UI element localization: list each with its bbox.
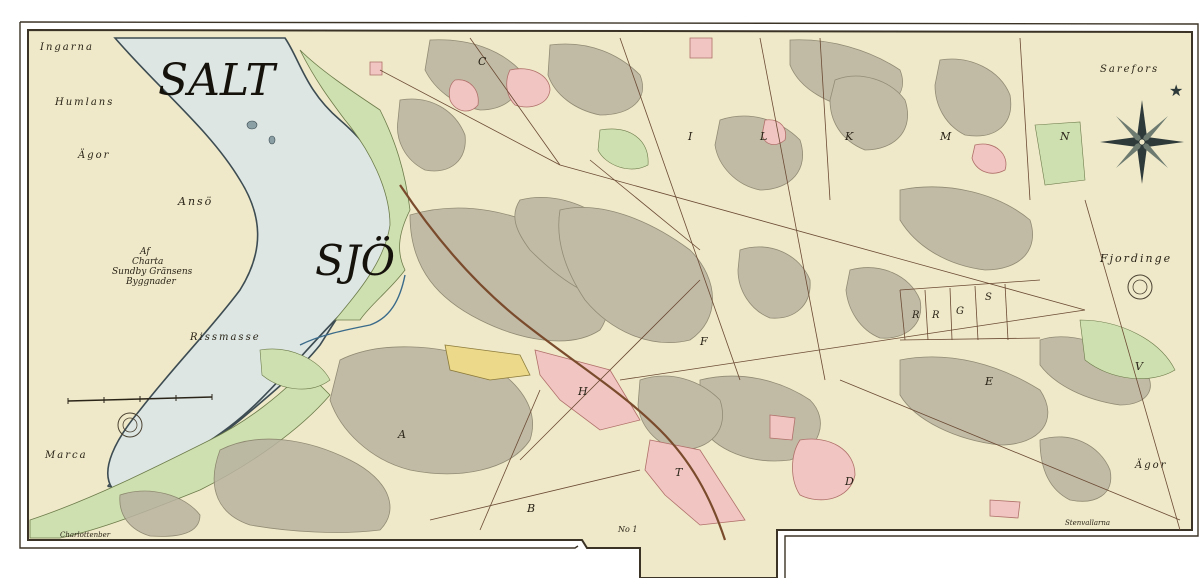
plot-letter-R2: R — [931, 310, 940, 321]
label-ingarna: Ingarna — [39, 42, 94, 53]
label-marca: Marca — [44, 450, 88, 461]
cartouche-line-3: Sundby Gränsens — [112, 267, 193, 277]
plot-letter-S: S — [985, 292, 992, 303]
plot-letter-R1: R — [911, 310, 920, 321]
scale-bar-icon — [67, 394, 213, 404]
plot-letter-E: E — [984, 375, 993, 388]
plot-letter-I: I — [687, 130, 693, 143]
yellow-field — [444, 344, 531, 381]
cartouche-line-1: Af — [139, 247, 151, 257]
footer-left-label: Charlottenber — [60, 531, 111, 539]
plot-letter-D: D — [844, 475, 854, 488]
north-star-icon: ★ — [1169, 81, 1183, 100]
label-humlans: Humlans — [54, 97, 114, 108]
seal-icon — [117, 274, 1153, 438]
cartouche-line-2: Charta — [132, 257, 163, 267]
plot-letter-T: T — [675, 466, 684, 479]
compass-rose-icon — [1100, 100, 1184, 184]
plot-letter-V: V — [1135, 360, 1144, 373]
lake-title-salt: SALT — [158, 55, 279, 106]
label-sarefors: Sarefors — [1100, 64, 1159, 75]
label-anso: Ansö — [177, 195, 213, 208]
rocky-terrain — [119, 39, 1151, 537]
label-rissmasse: Rissmasse — [189, 332, 261, 343]
plot-letter-N: N — [1059, 130, 1070, 143]
lake-title-sjo: SJÖ — [315, 235, 395, 285]
cartouche-line-4: Byggnader — [125, 277, 176, 287]
inland-meadows — [259, 121, 1176, 390]
plot-letter-M: M — [939, 130, 952, 143]
main-road — [399, 184, 727, 541]
map-sheet-outer-border-left — [19, 22, 579, 549]
stream — [299, 274, 406, 346]
plot-letter-A: A — [397, 428, 406, 441]
plot-letter-L: L — [759, 130, 767, 143]
plot-letter-C: C — [478, 55, 487, 68]
plot-letter-B: B — [526, 502, 535, 515]
plot-letters: A B C D E F H I K L M N R R G S T V — [397, 55, 1144, 515]
label-agor-right: Ägor — [1134, 459, 1167, 471]
plot-letter-H: H — [577, 385, 588, 398]
boundary-lines — [379, 37, 1181, 531]
meadow-shore-east — [299, 49, 411, 321]
farmland-plots — [369, 37, 1021, 526]
footer-right-label: Stenvallarna — [1065, 519, 1110, 527]
lake-islands — [246, 120, 276, 145]
footer-sheet-number: No 1 — [617, 525, 637, 534]
map-sheet-outer-border — [19, 21, 1199, 578]
plot-letter-G: G — [956, 306, 964, 317]
label-fjordinge: Fjordinge — [1099, 252, 1172, 265]
plot-letter-K: K — [844, 130, 854, 143]
plot-letter-F: F — [699, 335, 708, 348]
label-agor-left: Ägor — [77, 149, 110, 161]
